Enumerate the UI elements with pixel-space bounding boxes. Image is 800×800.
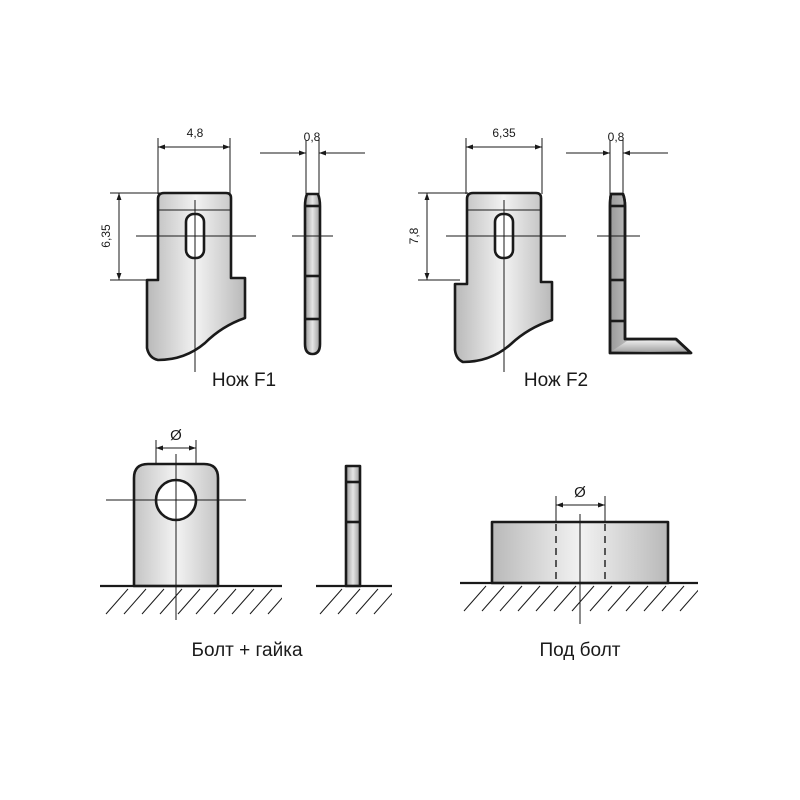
- terminal-under-bolt: Ø Под: [460, 484, 698, 661]
- under-bolt-diameter-symbol: Ø: [574, 484, 586, 501]
- bolt-nut-ground: [100, 584, 282, 615]
- f2-height-dimension: 7,8: [407, 192, 468, 281]
- f2-width-label: 6,35: [492, 126, 516, 140]
- bolt-nut-front-view: [106, 454, 246, 620]
- under-bolt-caption: Под болт: [540, 640, 621, 661]
- f1-height-dimension: 6,35: [99, 192, 160, 281]
- bolt-nut-caption: Болт + гайка: [191, 640, 302, 661]
- under-bolt-diameter-dimension: Ø: [555, 484, 606, 522]
- f2-blade-front-view: [446, 191, 566, 372]
- f1-width-dimension: 4,8: [157, 126, 231, 194]
- f1-height-label: 6,35: [99, 224, 113, 248]
- f1-blade-front-view: [136, 191, 256, 372]
- f1-thickness-label: 0,8: [304, 130, 321, 144]
- f1-width-label: 4,8: [187, 126, 204, 140]
- terminal-f2: 6,35 7,8 0,8: [407, 126, 693, 391]
- under-bolt-ground: [460, 581, 698, 612]
- f2-height-label: 7,8: [407, 227, 421, 244]
- under-bolt-front-view: [490, 514, 670, 624]
- bolt-nut-diameter-symbol: Ø: [170, 427, 182, 444]
- f1-caption: Нож F1: [212, 370, 276, 391]
- f2-width-dimension: 6,35: [465, 126, 543, 194]
- f2-caption: Нож F2: [524, 370, 588, 391]
- f1-blade-side-view: [292, 192, 333, 356]
- f2-blade-side-view: [597, 192, 693, 355]
- f2-thickness-dimension: 0,8: [566, 130, 668, 194]
- f1-thickness-dimension: 0,8: [260, 130, 365, 194]
- terminal-f1: 4,8 6,35 0,8: [99, 126, 365, 391]
- terminal-bolt-nut: Ø: [100, 427, 392, 661]
- f2-thickness-label: 0,8: [608, 130, 625, 144]
- bolt-nut-side-view: [316, 464, 392, 615]
